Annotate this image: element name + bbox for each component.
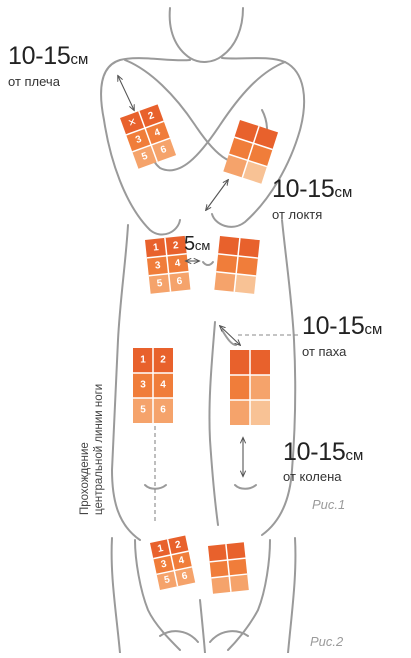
patch-right-arm — [223, 120, 278, 184]
knee-caption: от колена — [283, 469, 342, 484]
shoulder-distance-label: 10-15см — [8, 42, 88, 70]
patch-number: 6 — [160, 405, 166, 416]
patch-left-arm: ✕ 2 3 4 5 6 — [120, 104, 176, 168]
svg-text:центральной линии ноги: центральной линии ноги — [93, 384, 105, 515]
patch-left-thigh: 1 2 3 4 5 6 — [133, 348, 173, 423]
knee-distance-label: 10-15см — [283, 438, 363, 466]
body-outline-fig2 — [112, 538, 296, 653]
elbow-caption: от локтя — [272, 207, 322, 222]
body-outline-fig1 — [101, 8, 304, 540]
leg-centerline-label: Прохождение центральной линии ноги — [79, 384, 105, 515]
elbow-distance-arrow — [206, 180, 228, 210]
navel-distance-label: 5см — [184, 233, 210, 255]
groin-caption: от паха — [302, 344, 347, 359]
patch-right-thigh — [230, 350, 270, 425]
figure-2-caption: Рис.2 — [310, 634, 344, 649]
patch-right-buttock — [208, 542, 249, 594]
groin-distance-label: 10-15см — [302, 312, 382, 340]
elbow-distance-label: 10-15см — [272, 175, 352, 203]
patch-number: 3 — [140, 380, 146, 391]
patch-number: 4 — [160, 380, 166, 391]
shoulder-caption: от плеча — [8, 74, 61, 89]
figure-1-caption: Рис.1 — [312, 497, 345, 512]
patch-number: 2 — [160, 355, 166, 366]
patch-number: 1 — [140, 355, 146, 366]
svg-text:Прохождение: Прохождение — [79, 442, 91, 515]
patch-number: 5 — [140, 405, 146, 416]
patch-right-abdomen — [214, 236, 259, 294]
shoulder-distance-arrow — [118, 76, 134, 110]
patch-left-buttock: 1 2 3 4 5 6 — [150, 536, 195, 590]
